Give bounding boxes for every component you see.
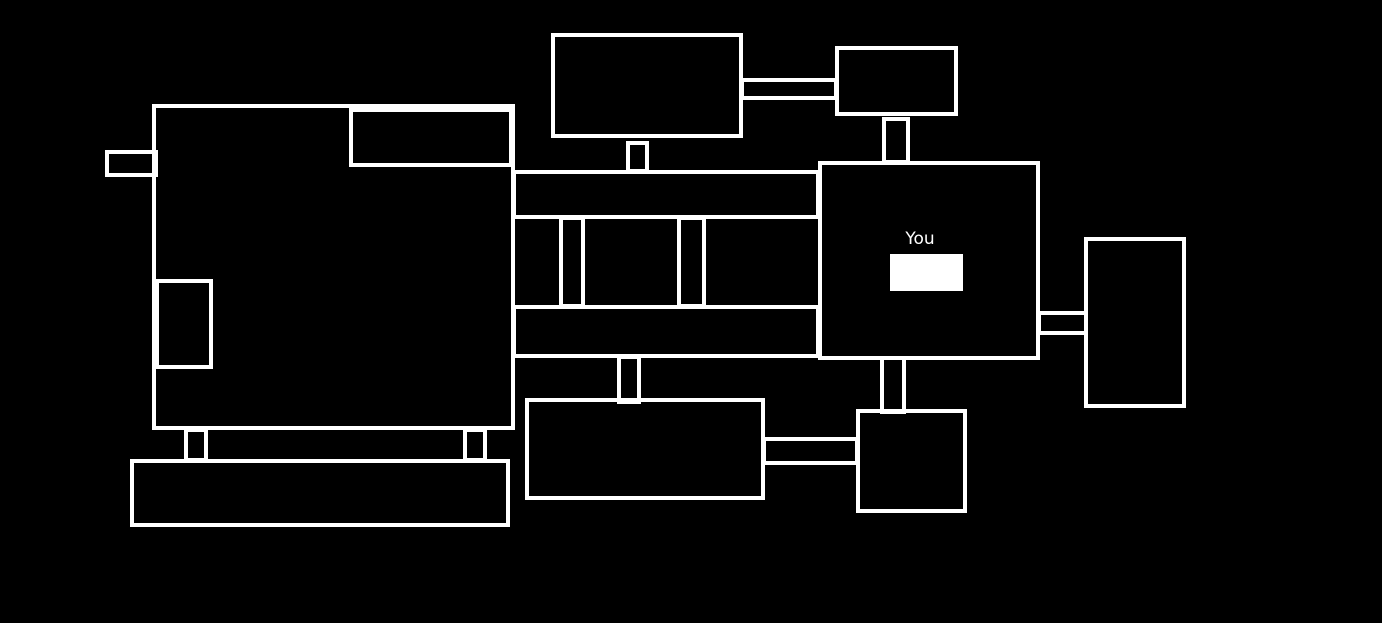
room-west-closet (155, 279, 213, 369)
hallway-north (512, 170, 820, 219)
connector-north-east (882, 117, 910, 164)
room-north-center (551, 33, 743, 138)
hallway-south (512, 305, 820, 358)
stub-west-exit (105, 150, 158, 177)
room-office (818, 161, 1040, 360)
room-west-alcove-top (349, 108, 513, 167)
connector-east (1037, 311, 1088, 335)
room-southwest (130, 459, 510, 527)
room-large-west (152, 104, 515, 430)
room-north-east (835, 46, 958, 116)
connector-south-horizontal (762, 437, 859, 465)
connector-north-horizontal (740, 78, 838, 100)
room-south-center (525, 398, 765, 500)
player-label: You (905, 229, 935, 249)
pillar-left (559, 216, 585, 308)
connector-southwest-2 (463, 428, 487, 462)
connector-north-center (626, 141, 649, 173)
player-marker (890, 254, 963, 291)
connector-southwest-1 (184, 428, 208, 462)
pillar-right (677, 216, 706, 308)
room-east (1084, 237, 1186, 408)
room-south-east (856, 409, 967, 513)
connector-south-east (880, 356, 906, 414)
connector-south-center (617, 355, 641, 404)
